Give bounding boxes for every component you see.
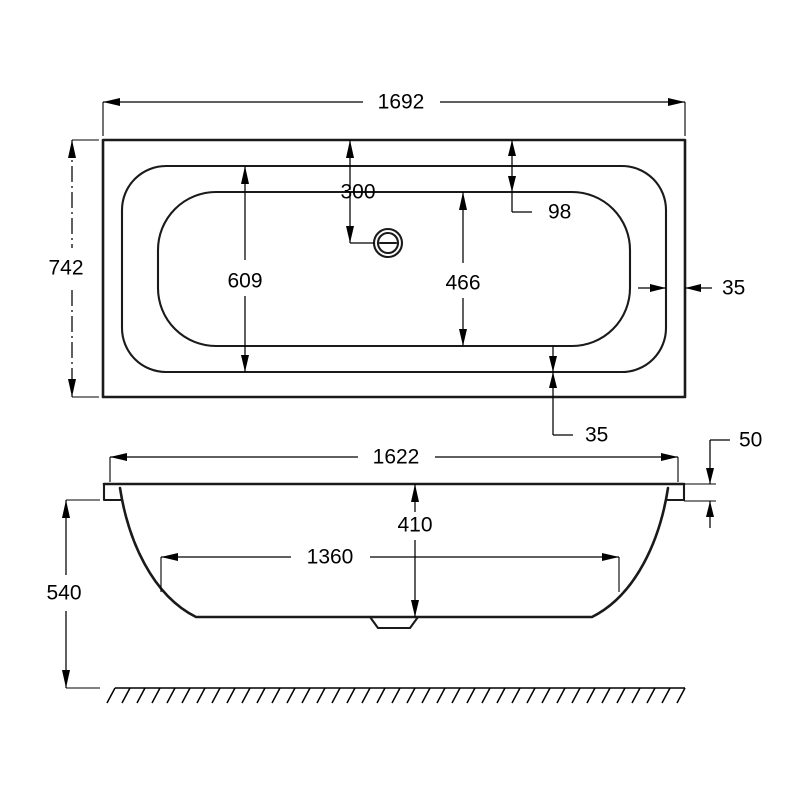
arrow-bottom bbox=[68, 379, 76, 397]
dimension-300: 300 bbox=[340, 140, 376, 244]
elevation-view: 1622 50 410 bbox=[46, 429, 762, 704]
dimension-98: 98 bbox=[508, 140, 571, 224]
dimension-35-bottom: 35 bbox=[549, 346, 608, 447]
arrow-top bbox=[68, 140, 76, 158]
arrow-up bbox=[549, 372, 557, 388]
arrow-right bbox=[661, 453, 678, 461]
elevation-rim-lip-right bbox=[664, 482, 686, 502]
dimension-1622: 1622 bbox=[109, 446, 679, 482]
arrow-left bbox=[103, 98, 120, 106]
arrow-left bbox=[685, 284, 701, 292]
floor-hatch-group bbox=[106, 687, 686, 704]
dimension-466: 466 bbox=[445, 192, 481, 346]
arrow-down bbox=[346, 226, 354, 243]
dimension-label-1622: 1622 bbox=[373, 446, 420, 469]
arrow-up bbox=[508, 140, 516, 156]
dimension-50: 50 bbox=[684, 429, 762, 528]
arrow-right bbox=[650, 284, 666, 292]
dimension-label-35-right: 35 bbox=[722, 277, 745, 300]
arrow-up bbox=[411, 484, 419, 502]
arrow-right bbox=[602, 553, 619, 561]
arrow-down bbox=[241, 355, 249, 372]
arrow-down bbox=[508, 176, 516, 192]
dimension-609: 609 bbox=[227, 166, 263, 372]
floor-hatch-strokes bbox=[106, 687, 686, 704]
arrow-right bbox=[668, 98, 685, 106]
waste-outlet-icon bbox=[372, 227, 404, 259]
dimension-label-540: 540 bbox=[46, 582, 81, 605]
arrow-up bbox=[706, 501, 714, 517]
arrow-up bbox=[346, 140, 354, 158]
elevation-waste-boss-icon bbox=[368, 615, 420, 630]
dimension-35-right: 35 bbox=[638, 277, 745, 300]
arrow-left bbox=[161, 553, 178, 561]
dimension-label-742: 742 bbox=[48, 257, 83, 280]
arrow-down bbox=[62, 670, 70, 688]
dimension-label-1360: 1360 bbox=[307, 546, 354, 569]
plan-inner-rim-outline bbox=[120, 164, 668, 374]
dimension-label-410: 410 bbox=[397, 514, 432, 537]
plan-view: 1692 742 300 bbox=[48, 91, 745, 447]
arrow-up bbox=[62, 500, 70, 518]
dimension-label-50: 50 bbox=[739, 429, 762, 452]
dimension-742: 742 bbox=[48, 139, 99, 398]
arrow-down bbox=[459, 329, 467, 346]
dimension-label-609: 609 bbox=[227, 270, 262, 293]
arrow-up bbox=[241, 166, 249, 184]
arrow-down bbox=[549, 356, 557, 372]
dimension-1360: 1360 bbox=[160, 546, 620, 592]
dimension-label-300: 300 bbox=[340, 181, 375, 204]
dimension-410: 410 bbox=[397, 484, 433, 617]
plan-outer-rim-outline bbox=[101, 138, 687, 399]
arrow-down bbox=[411, 600, 419, 617]
arrow-left bbox=[110, 453, 127, 461]
dimension-540: 540 bbox=[46, 499, 100, 689]
dimension-label-35-bottom: 35 bbox=[585, 424, 608, 447]
elevation-bath-body-profile bbox=[118, 486, 670, 619]
dimension-label-466: 466 bbox=[445, 272, 480, 295]
dimension-label-98: 98 bbox=[548, 201, 571, 224]
plan-bowl-base-outline bbox=[156, 190, 632, 348]
dimension-label-1692: 1692 bbox=[378, 91, 425, 114]
arrow-up bbox=[459, 192, 467, 210]
dimension-1692: 1692 bbox=[102, 91, 686, 136]
elevation-rim-lip-left bbox=[102, 482, 124, 502]
arrow-down bbox=[706, 468, 714, 484]
